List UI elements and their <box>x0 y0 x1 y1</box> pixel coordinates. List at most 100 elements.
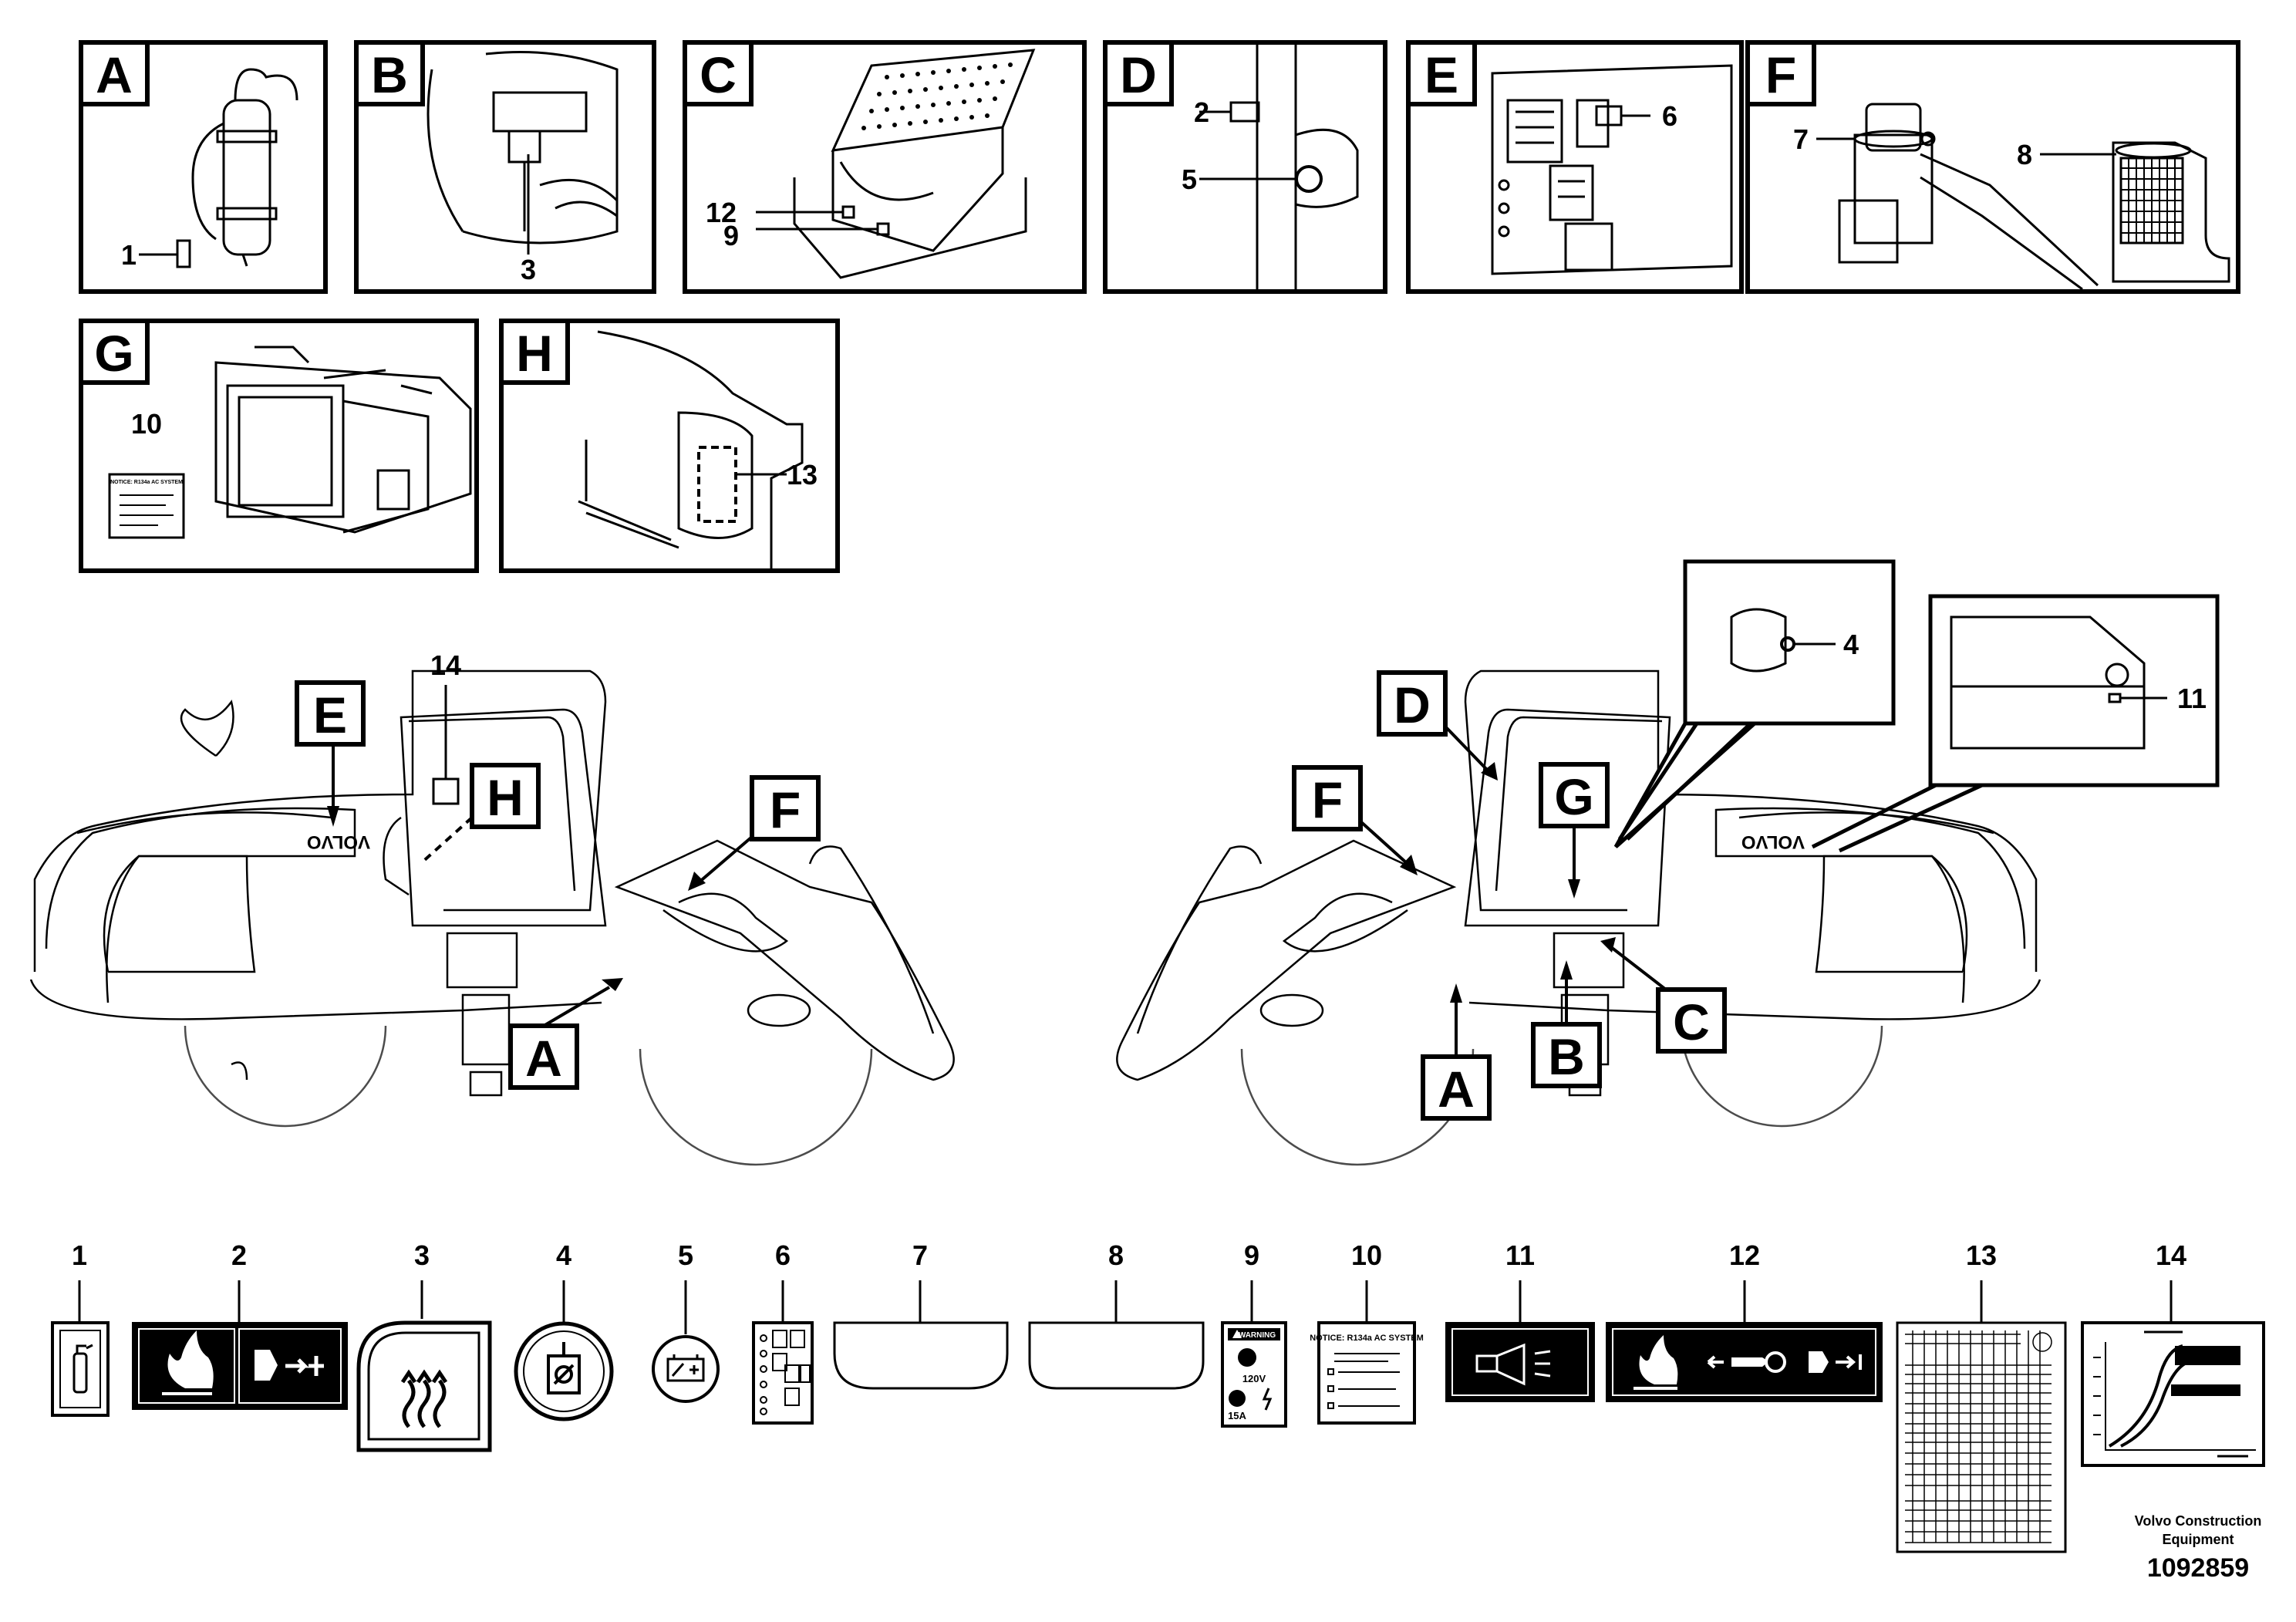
d9-amp-text: 15A <box>1228 1410 1246 1421</box>
detail-view-e: E 6 <box>1406 40 1744 294</box>
callout-2: 2 <box>1194 96 1209 128</box>
right-callout-b: B <box>1548 1028 1585 1085</box>
decal-number-5: 5 <box>678 1239 693 1271</box>
heat-waves-icon <box>400 1369 448 1428</box>
warning-triangle-icon <box>1232 1330 1242 1338</box>
g-sticker-title: NOTICE: R134a AC SYSTEM <box>110 480 183 485</box>
callout-10: 10 <box>131 408 162 440</box>
arrow-left-icon <box>1707 1355 1724 1369</box>
step-box-drawing <box>793 49 1036 279</box>
decal-number-9: 9 <box>1244 1239 1259 1271</box>
glove-icon <box>255 1350 278 1381</box>
decal-6-switch-panel <box>752 1321 814 1425</box>
left-callout-h: H <box>487 769 524 826</box>
ac-notice-sticker: NOTICE: R134a AC SYSTEM <box>108 473 185 539</box>
decal-number-10: 10 <box>1351 1239 1382 1271</box>
callout-12: 12 <box>706 197 737 228</box>
decal-5-battery <box>652 1335 720 1403</box>
detail-view-f: F 7 8 <box>1745 40 2240 294</box>
left-callout-f: F <box>770 781 801 838</box>
left-callout-e: E <box>313 686 347 744</box>
left-machine-callouts: E 14 H F A <box>295 649 821 1090</box>
detail-letter-b: B <box>371 46 408 103</box>
right-machine-brand: VOLVO <box>1741 831 1805 852</box>
right-callout-f: F <box>1312 771 1343 828</box>
grille-drawing <box>2112 141 2230 283</box>
right-callout-11: 11 <box>2177 683 2207 714</box>
detail-letter-e: E <box>1424 46 1458 103</box>
decal-13-symbol-chart <box>1896 1321 2067 1553</box>
lightning-icon <box>1262 1388 1273 1411</box>
d9-warning-text: WARNING <box>1239 1331 1276 1340</box>
brand-line-2: Equipment <box>2162 1532 2234 1547</box>
wheel-loader-left-side-view: VOLVO <box>29 669 955 1166</box>
detail-view-g: G NOTICE: R134a AC SYSTEM 10 <box>79 319 479 573</box>
decal-7-lens <box>833 1321 1009 1390</box>
decal-legend: 1 2 3 4 5 6 7 8 9 10 11 12 13 1 <box>51 1239 2265 1553</box>
arrow-right-icon <box>1836 1355 1856 1369</box>
detail-view-b: B 3 <box>354 40 656 294</box>
left-callout-a: A <box>525 1030 562 1087</box>
step-grid-holes <box>861 62 1013 130</box>
left-machine-brand: VOLVO <box>307 831 370 852</box>
right-callout-d: D <box>1394 676 1431 733</box>
detail-view-a: A 1 <box>79 40 328 294</box>
left-callout-14: 14 <box>430 649 461 681</box>
decal-number-8: 8 <box>1108 1239 1124 1271</box>
decal-number-14: 14 <box>2156 1239 2186 1271</box>
lamp-beam-icon <box>1475 1343 1551 1386</box>
hand-icon <box>1731 1357 1766 1367</box>
callout-3: 3 <box>521 254 536 285</box>
decal-12-fire-hand <box>1606 1322 1883 1402</box>
decal-14-load-chart <box>2081 1321 2265 1467</box>
detail-view-c: C 12 9 <box>683 40 1087 294</box>
decal-number-7: 7 <box>912 1239 928 1271</box>
decal-8-lens <box>1028 1321 1205 1390</box>
detail-letter-d: D <box>1120 46 1157 103</box>
right-inset-4-drawing <box>1730 608 1787 673</box>
decal-1-extinguisher <box>51 1321 110 1417</box>
decal-9-warning-outlet: WARNING 120V 15A <box>1221 1321 1287 1428</box>
decal-10-ac-notice: NOTICE: R134a AC SYSTEM <box>1310 1321 1424 1425</box>
document-number: 1092859 <box>2146 1553 2250 1583</box>
callout-6: 6 <box>1662 100 1677 132</box>
brand-line-1: Volvo Construction <box>2134 1513 2262 1529</box>
callout-8: 8 <box>2017 139 2032 170</box>
decal-4-circle <box>514 1321 614 1421</box>
callout-1: 1 <box>121 239 137 271</box>
work-light-drawing <box>1838 103 2099 291</box>
extinguisher-icon <box>72 1344 93 1394</box>
arrow-right-icon <box>285 1358 310 1374</box>
detail-letter-c: C <box>700 46 737 103</box>
ac-unit-drawing <box>214 346 472 534</box>
cab-pillar-drawing <box>1256 45 1359 289</box>
callout-5: 5 <box>1182 164 1197 195</box>
fire-extinguisher-drawing <box>191 68 298 267</box>
flame-icon <box>167 1330 214 1388</box>
callout-13: 13 <box>787 459 818 491</box>
decal-number-11: 11 <box>1505 1239 1535 1271</box>
decal-number-2: 2 <box>231 1239 247 1271</box>
right-callout-g: G <box>1554 768 1593 825</box>
d10-title-text: NOTICE: R134a AC SYSTEM <box>1310 1334 1424 1343</box>
glove-icon <box>1809 1351 1829 1373</box>
decal-number-13: 13 <box>1966 1239 1997 1271</box>
decal-number-1: 1 <box>72 1239 87 1271</box>
decal-number-3: 3 <box>414 1239 430 1271</box>
right-callout-a: A <box>1438 1061 1475 1118</box>
decal-number-labels: 1 2 3 4 5 6 7 8 9 10 11 12 13 1 <box>72 1239 2186 1334</box>
decal-number-4: 4 <box>556 1239 571 1271</box>
flame-icon <box>1639 1335 1678 1384</box>
decal-number-6: 6 <box>775 1239 791 1271</box>
right-callout-4: 4 <box>1843 629 1859 660</box>
detail-view-d: D 2 5 <box>1103 40 1387 294</box>
d9-volt-text: 120V <box>1242 1373 1266 1384</box>
detail-letter-h: H <box>516 325 553 382</box>
cab-side-panel-drawing <box>578 330 804 571</box>
detail-letter-a: A <box>96 46 133 103</box>
decal-3-hot-surface <box>356 1320 492 1452</box>
switch-off-icon <box>547 1342 581 1394</box>
battery-icon <box>666 1354 705 1382</box>
wheel-loader-right-side-view: VOLVO <box>1116 669 2041 1166</box>
